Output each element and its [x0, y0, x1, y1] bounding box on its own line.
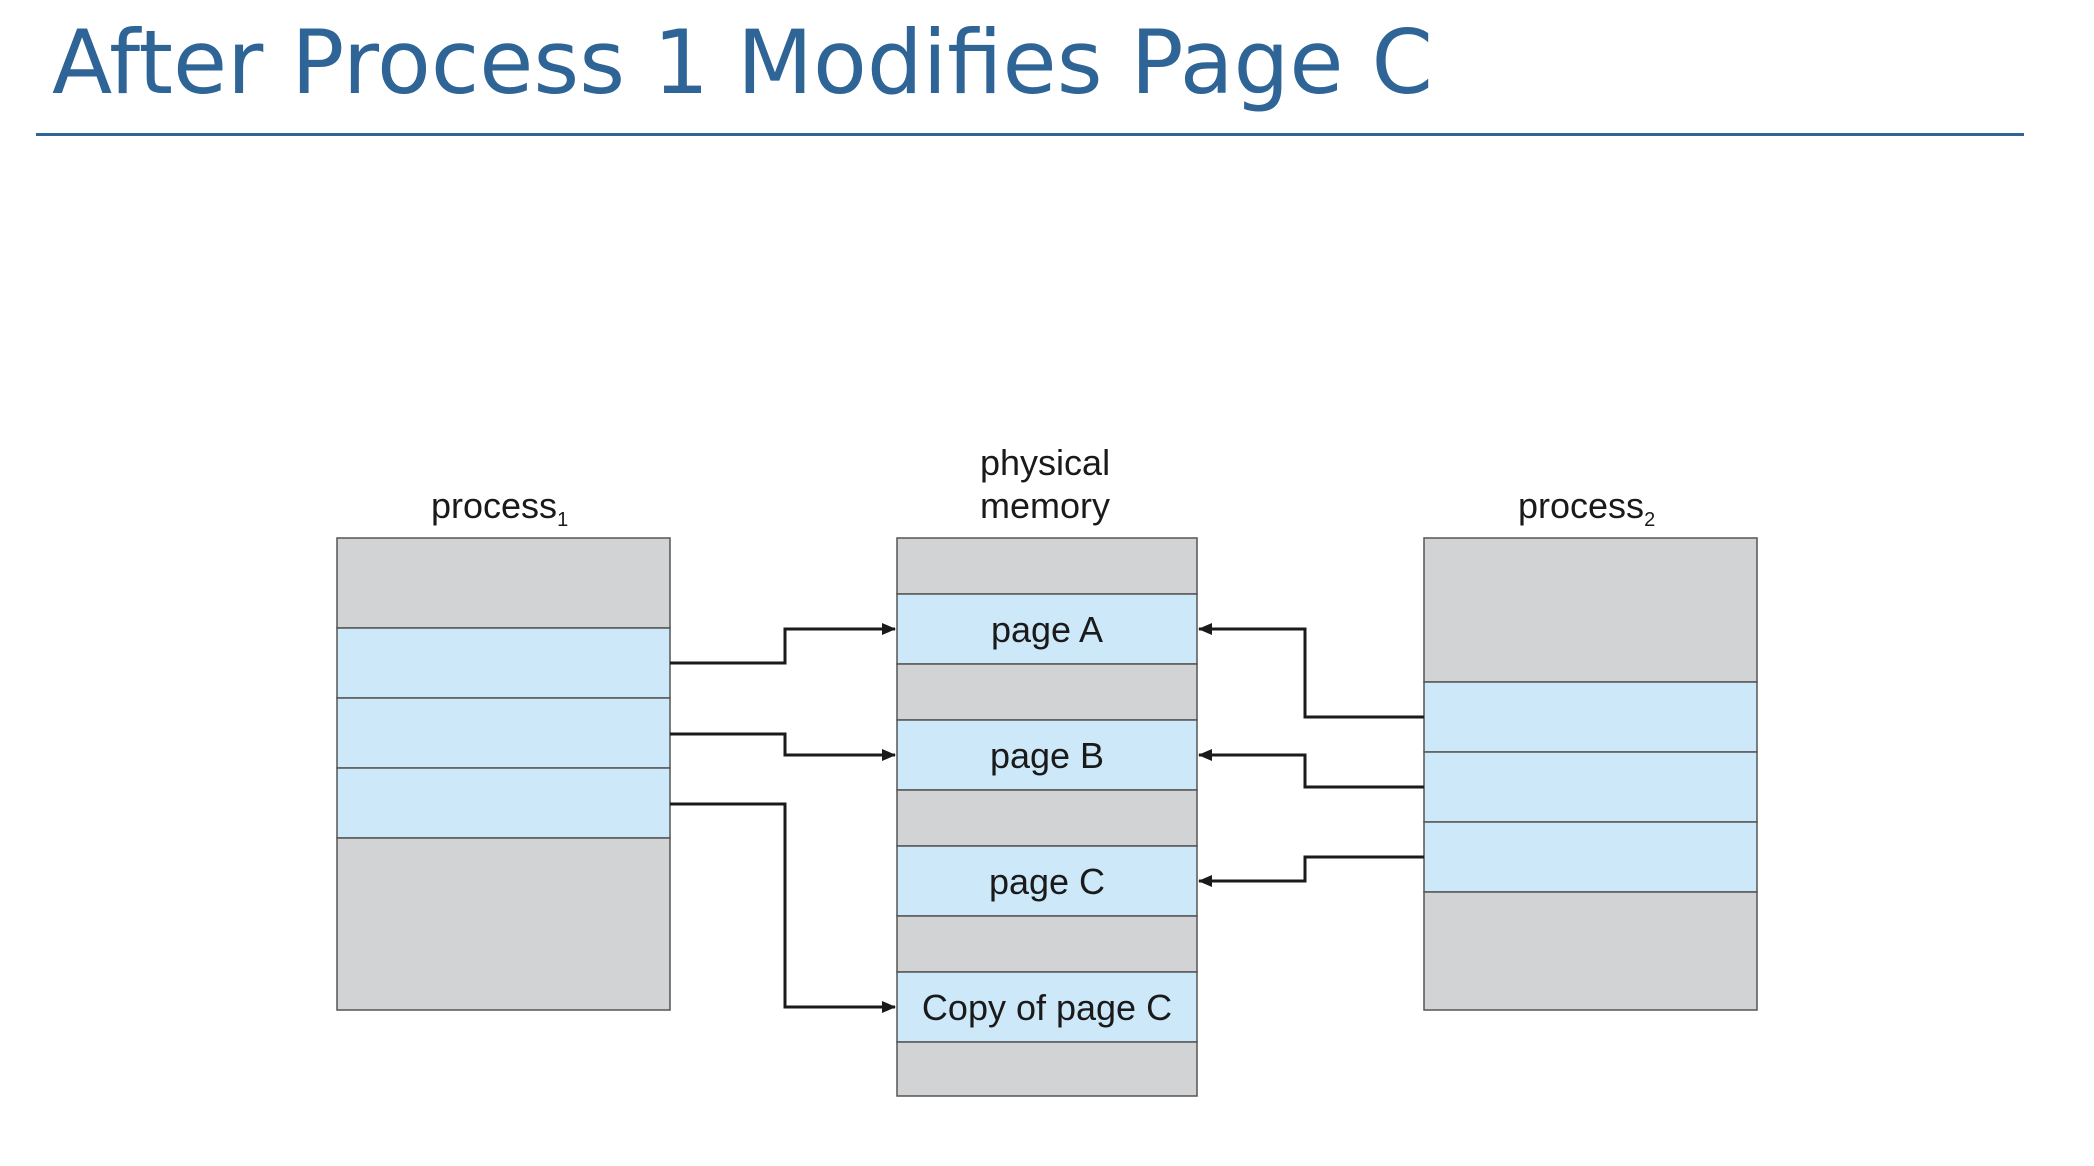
memory-frame-page-b	[896, 719, 1198, 791]
process2-label: process2	[1518, 485, 1655, 531]
memory-frame-copy-page-c	[896, 971, 1198, 1043]
process2-block	[1423, 537, 1758, 1011]
memory-frame-page-a	[896, 593, 1198, 665]
memory-frame-free-4	[896, 915, 1198, 973]
process2-page-entry-3	[1423, 821, 1758, 893]
process1-page-entry-2	[336, 697, 671, 769]
process2-page-entry-2	[1423, 751, 1758, 823]
page-a-label: page A	[991, 609, 1103, 650]
memory-label-line1: physical	[980, 442, 1110, 483]
process1-page-entry-1	[336, 627, 671, 699]
title-underline	[36, 133, 2024, 136]
physical-memory-block: page A page B page C Copy of page C	[896, 537, 1198, 1097]
slide-title: After Process 1 Modifies Page C	[52, 11, 1433, 114]
process2-unused-bottom	[1423, 891, 1758, 1011]
arrow-p1-to-copy-page-c	[670, 802, 896, 1013]
arrow-p2-to-page-c	[1198, 855, 1424, 887]
page-b-label: page B	[990, 735, 1104, 776]
arrow-p1-to-page-b	[670, 732, 896, 761]
process1-unused-top	[336, 537, 671, 629]
arrow-p2-to-page-b	[1198, 749, 1424, 789]
page-c-label: page C	[989, 861, 1105, 902]
process2-page-entry-1	[1423, 681, 1758, 753]
memory-frame-free-1	[896, 537, 1198, 595]
memory-label-line2: memory	[980, 485, 1110, 526]
arrow-p1-to-page-a	[670, 623, 896, 665]
process2-unused-top	[1423, 537, 1758, 683]
process1-unused-bottom	[336, 837, 671, 1011]
arrow-p2-to-page-a	[1198, 623, 1424, 719]
memory-frame-free-2	[896, 663, 1198, 721]
memory-frame-free-5	[896, 1041, 1198, 1097]
process1-page-entry-3	[336, 767, 671, 839]
process1-label: process1	[431, 485, 568, 531]
copy-page-c-label: Copy of page C	[922, 987, 1172, 1028]
process1-block	[336, 537, 671, 1011]
memory-frame-page-c	[896, 845, 1198, 917]
memory-frame-free-3	[896, 789, 1198, 847]
